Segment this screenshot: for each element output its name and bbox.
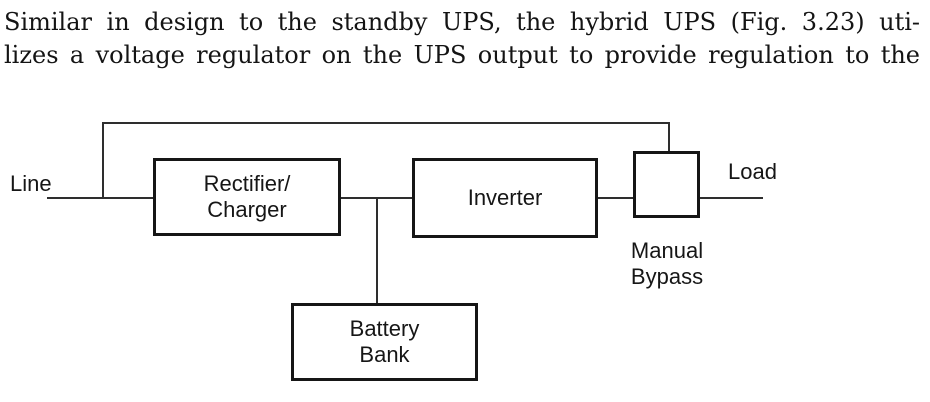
manual-bypass-label-line1: Manual <box>630 238 704 263</box>
rectifier-charger-block: Rectifier/ Charger <box>153 158 341 236</box>
line-label: Line <box>10 171 52 196</box>
rectifier-charger-label: Rectifier/ Charger <box>204 171 291 223</box>
paragraph-line-1: Similar in design to the standby UPS, th… <box>4 8 920 36</box>
rectifier-label-line2: Charger <box>207 197 287 222</box>
inverter-block: Inverter <box>412 158 598 238</box>
battery-label-line2: Bank <box>359 342 410 367</box>
manual-bypass-label-line2: Bypass <box>630 264 704 289</box>
manual-bypass-switch-block <box>633 151 700 218</box>
body-paragraph: Similar in design to the standby UPS, th… <box>4 6 920 72</box>
battery-label-line1: Battery <box>349 316 420 341</box>
battery-bank-label: Battery Bank <box>350 316 420 368</box>
bypass-rail-wire <box>102 122 670 198</box>
battery-bank-block: Battery Bank <box>291 303 478 381</box>
paragraph-line-2: lizes a voltage regulator on the UPS out… <box>4 41 920 69</box>
load-label: Load <box>728 159 777 184</box>
rectifier-label-line1: Rectifier/ <box>203 171 291 196</box>
inverter-label: Inverter <box>467 185 543 210</box>
manual-bypass-label: Manual Bypass <box>597 238 737 290</box>
